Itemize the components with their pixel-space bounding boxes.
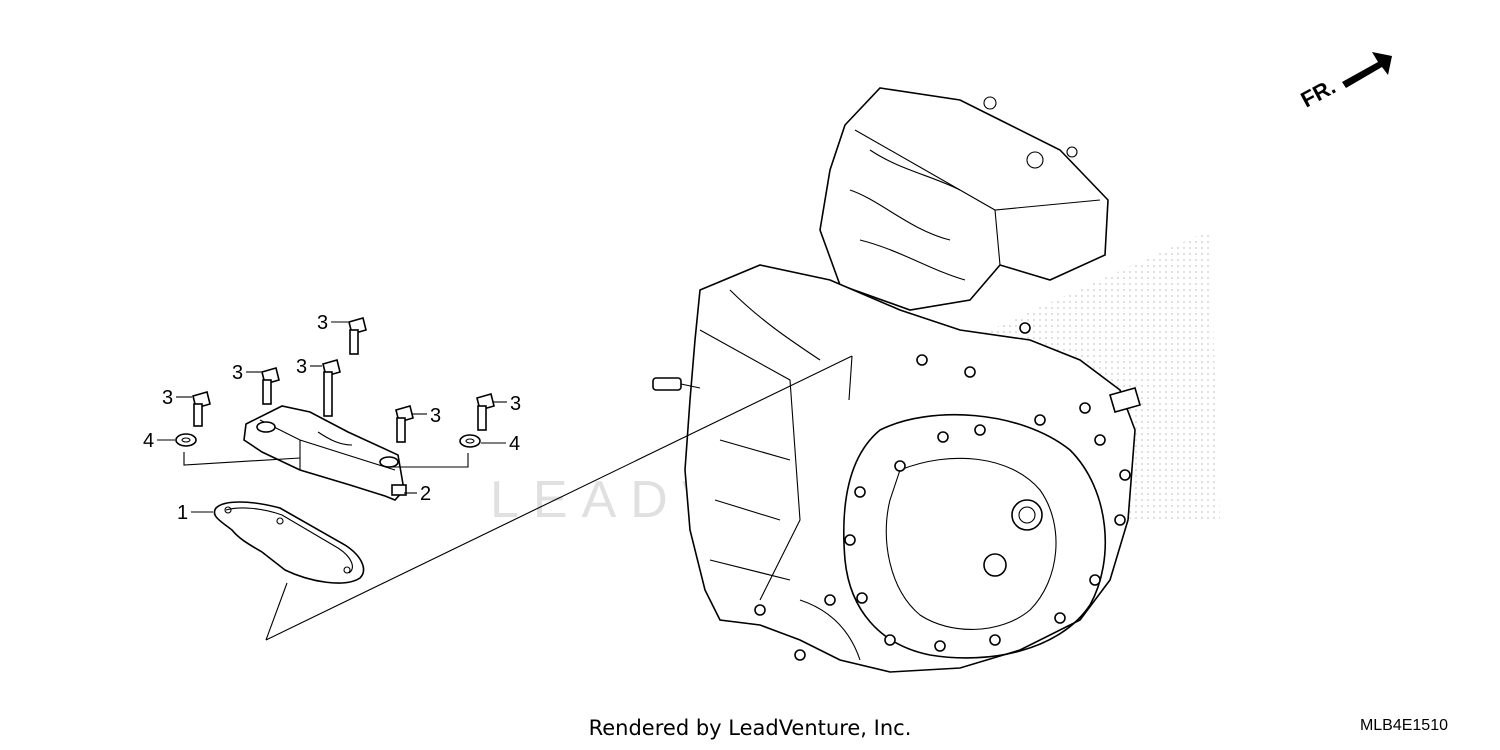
assembly-leader-lines — [265, 355, 853, 641]
callout-1: 1 — [177, 502, 213, 524]
svg-text:4: 4 — [143, 430, 154, 452]
callout-3f: 3 — [493, 393, 521, 415]
bolt-3f — [476, 393, 495, 431]
part-3-bolts — [192, 317, 495, 443]
bolt-3d — [192, 391, 211, 427]
bolt-3b — [322, 359, 341, 417]
callout-2: 2 — [404, 483, 431, 505]
washer-reference-lines — [183, 452, 469, 468]
rendered-by-credit: Rendered by LeadVenture, Inc. — [588, 716, 912, 740]
part-2-cover — [243, 405, 407, 501]
bolt-3e — [395, 405, 414, 443]
callout-3b: 3 — [296, 356, 322, 378]
svg-text:1: 1 — [177, 502, 188, 524]
callout-3e: 3 — [412, 405, 441, 427]
callout-3c: 3 — [232, 362, 261, 384]
svg-text:3: 3 — [296, 356, 307, 378]
svg-text:3: 3 — [430, 405, 441, 427]
part-1-gasket — [213, 501, 365, 584]
callout-4b: 4 — [481, 433, 520, 455]
svg-text:3: 3 — [232, 362, 243, 384]
svg-text:4: 4 — [509, 433, 520, 455]
part-4-washers — [175, 433, 481, 448]
svg-text:3: 3 — [162, 387, 173, 409]
callouts: 1 2 3 3 3 3 3 3 — [143, 312, 521, 524]
bolt-3a — [348, 317, 367, 355]
front-direction-arrow: FR. — [1297, 52, 1392, 112]
bolt-3c — [261, 367, 280, 405]
callout-4a: 4 — [143, 430, 175, 452]
engine-assembly — [652, 87, 1141, 673]
svg-text:3: 3 — [317, 312, 328, 334]
callout-3a: 3 — [317, 312, 348, 334]
diagram-code: MLB4E1510 — [1359, 717, 1448, 734]
callout-3d: 3 — [162, 387, 192, 409]
engine-cover-bolts — [754, 322, 1136, 661]
svg-text:2: 2 — [420, 483, 431, 505]
front-direction-label: FR. — [1297, 74, 1340, 113]
svg-text:3: 3 — [510, 393, 521, 415]
